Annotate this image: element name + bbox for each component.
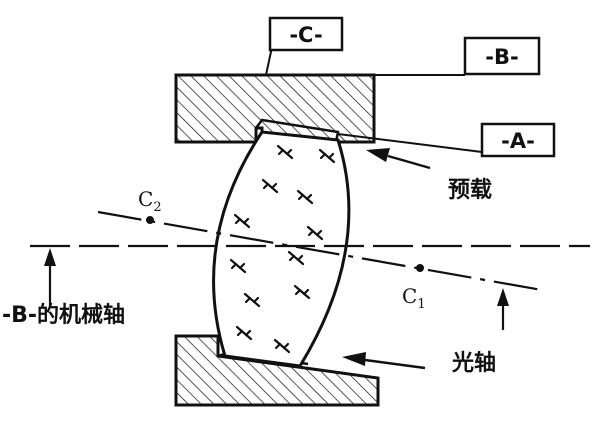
c1-point <box>416 264 424 272</box>
optical-axis-label: 光轴 <box>451 350 496 376</box>
lower-retainer <box>174 334 380 407</box>
svg-text:-C-: -C- <box>289 23 322 47</box>
optical-axis-line <box>97 210 543 292</box>
svg-text:-B-: -B- <box>485 45 518 69</box>
datum-c-leader <box>265 46 273 76</box>
optical-axis-arrow <box>497 288 509 330</box>
datum-a-frame: -A- <box>480 122 556 158</box>
preload-arrow-upper <box>366 148 431 170</box>
mechanical-axis-arrow <box>44 248 56 308</box>
datum-c-frame: -C- <box>268 16 344 52</box>
lens-element <box>212 130 351 368</box>
preload-label: 预载 <box>448 177 492 203</box>
mechanical-axis-label: -B-的机械轴 <box>2 302 125 328</box>
c1-label: C1 <box>402 284 426 312</box>
svg-text:-A-: -A- <box>501 129 535 153</box>
c2-label: C2 <box>138 187 162 215</box>
preload-arrow-lower <box>342 352 426 370</box>
c2-point <box>146 216 154 224</box>
upper-retainer <box>174 73 376 144</box>
upper-seat <box>255 118 340 143</box>
datum-a-leader <box>337 133 483 153</box>
datum-b-frame: -B- <box>463 36 541 76</box>
glass-texture <box>229 144 336 354</box>
